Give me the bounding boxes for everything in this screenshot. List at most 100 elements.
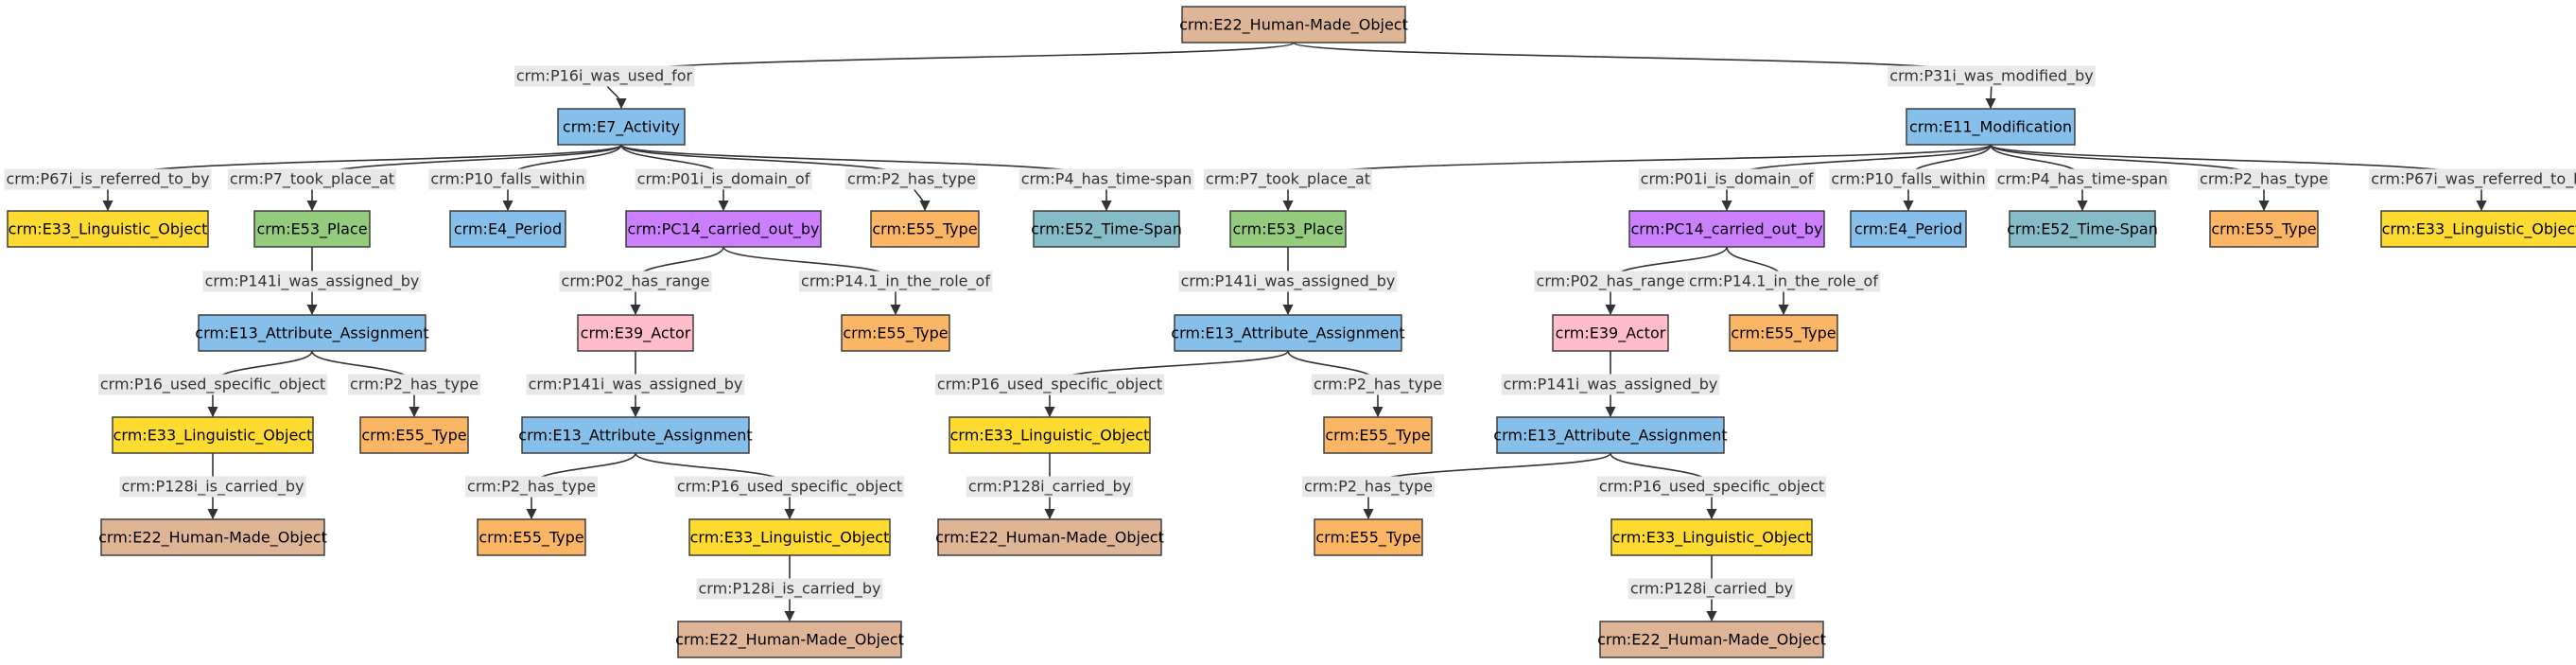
- node-box: [1599, 621, 1824, 658]
- edge-label: crm:P31i_was_modified_by: [1888, 65, 2096, 87]
- node-e55[interactable]: crm:E55_Type: [1314, 518, 1423, 556]
- node-e53[interactable]: crm:E53_Place: [1229, 210, 1347, 248]
- edge-label-text: crm:P02_has_range: [562, 272, 710, 291]
- node-e55[interactable]: crm:E55_Type: [477, 518, 586, 556]
- node-label: crm:E33_Linguistic_Object: [9, 220, 208, 239]
- edge-label-text: crm:P67i_was_referred_to_by: [2371, 170, 2576, 189]
- node-e22[interactable]: crm:E22_Human-Made_Object: [935, 518, 1164, 556]
- edge-label-background: [1888, 65, 2096, 87]
- edge-label: crm:P2_has_type: [1312, 374, 1444, 395]
- edge-e10: [1721, 144, 1992, 212]
- edge-label-background: [526, 374, 745, 395]
- node-e22[interactable]: crm:E22_Human-Made_Object: [1597, 621, 1826, 658]
- edge-label: crm:P2_has_type: [348, 374, 480, 395]
- edge-label-text: crm:P16i_was_used_for: [516, 67, 693, 86]
- node-e4[interactable]: crm:E4_Period: [449, 210, 566, 248]
- edge-label-text: crm:P16_used_specific_object: [100, 376, 325, 394]
- node-box: [449, 210, 566, 248]
- node-label: crm:E4_Period: [454, 220, 562, 239]
- edge-label-text: crm:P4_has_time-span: [1021, 170, 1192, 189]
- edge-label-text: crm:P2_has_type: [847, 170, 976, 189]
- node-e33[interactable]: crm:E33_Linguistic_Object: [688, 518, 891, 556]
- node-e55[interactable]: crm:E55_Type: [359, 416, 469, 454]
- node-box: [2380, 210, 2576, 248]
- node-e55[interactable]: crm:E55_Type: [2209, 210, 2319, 248]
- edge-label-text: crm:P2_has_type: [2200, 170, 2328, 189]
- node-e55[interactable]: crm:E55_Type: [1323, 416, 1433, 454]
- node-e33[interactable]: crm:E33_Linguistic_Object: [2380, 210, 2576, 248]
- node-e53[interactable]: crm:E53_Place: [253, 210, 371, 248]
- edge-label: crm:P01i_is_domain_of: [635, 168, 812, 190]
- edge-label-background: [1203, 168, 1373, 190]
- node-label: crm:E39_Actor: [581, 324, 691, 343]
- node-e22[interactable]: crm:E22_Human-Made_Object: [675, 621, 904, 658]
- node-e13[interactable]: crm:E13_Attribute_Assignment: [1171, 314, 1405, 352]
- edge-label: crm:P2_has_type: [2198, 168, 2330, 190]
- edge-label: crm:P2_has_type: [845, 168, 978, 190]
- edge-label-text: crm:P16_used_specific_object: [677, 478, 902, 497]
- node-label: crm:E55_Type: [872, 220, 977, 239]
- node-label: crm:E22_Human-Made_Object: [98, 529, 327, 548]
- edge-label: crm:P128i_carried_by: [966, 476, 1134, 498]
- edge-label-text: crm:P2_has_type: [1314, 376, 1442, 394]
- node-e7[interactable]: crm:E7_Activity: [557, 108, 686, 146]
- node-e52[interactable]: crm:E52_Time-Span: [1031, 210, 1182, 248]
- node-e55[interactable]: crm:E55_Type: [870, 210, 980, 248]
- edge-label-background: [1687, 271, 1881, 292]
- edge-e14: [1990, 144, 2487, 212]
- node-label: crm:E22_Human-Made_Object: [1179, 16, 1408, 35]
- node-pc14[interactable]: crm:PC14_carried_out_by: [625, 210, 822, 248]
- node-e33[interactable]: crm:E33_Linguistic_Object: [949, 416, 1151, 454]
- node-e33[interactable]: crm:E33_Linguistic_Object: [1610, 518, 1813, 556]
- edge-label-background: [348, 374, 480, 395]
- edge-label-background: [966, 476, 1134, 498]
- edge-label-text: crm:P67i_is_referred_to_by: [6, 170, 209, 189]
- edge-label: crm:P141i_was_assigned_by: [1501, 374, 1720, 395]
- node-e4[interactable]: crm:E4_Period: [1850, 210, 1967, 248]
- node-e52[interactable]: crm:E52_Time-Span: [2007, 210, 2158, 248]
- node-box: [1323, 416, 1433, 454]
- node-label: crm:E55_Type: [2211, 220, 2316, 239]
- node-label: crm:E13_Attribute_Assignment: [518, 427, 752, 446]
- node-label: crm:E22_Human-Made_Object: [935, 529, 1164, 548]
- node-e55[interactable]: crm:E55_Type: [841, 314, 950, 352]
- node-pc14[interactable]: crm:PC14_carried_out_by: [1628, 210, 1825, 248]
- edge-label-background: [1994, 168, 2170, 190]
- edge-label-background: [1501, 374, 1720, 395]
- edge-label-background: [1178, 271, 1398, 292]
- node-box: [1229, 210, 1347, 248]
- node-e11[interactable]: crm:E11_Modification: [1906, 108, 2076, 146]
- node-e33[interactable]: crm:E33_Linguistic_Object: [112, 416, 314, 454]
- node-label: crm:PC14_carried_out_by: [628, 220, 820, 239]
- node-e55[interactable]: crm:E55_Type: [1729, 314, 1838, 352]
- node-box: [1610, 518, 1813, 556]
- edge-label-text: crm:P2_has_type: [467, 478, 596, 497]
- node-label: crm:E33_Linguistic_Object: [950, 427, 1150, 446]
- node-box: [521, 416, 750, 454]
- node-box: [359, 416, 469, 454]
- node-e33[interactable]: crm:E33_Linguistic_Object: [7, 210, 209, 248]
- node-e13[interactable]: crm:E13_Attribute_Assignment: [518, 416, 753, 454]
- edge-label-text: crm:P128i_carried_by: [1630, 580, 1793, 599]
- node-e39[interactable]: crm:E39_Actor: [577, 314, 694, 352]
- node-e22[interactable]: crm:E22_Human-Made_Object: [1179, 6, 1408, 44]
- node-box: [2009, 210, 2156, 248]
- edge-label-background: [934, 374, 1165, 395]
- edge-label-background: [1302, 476, 1435, 498]
- edge-label-background: [559, 271, 712, 292]
- edge-label: crm:P7_took_place_at: [1203, 168, 1373, 190]
- node-label: crm:E33_Linguistic_Object: [690, 529, 890, 548]
- edge-label-text: crm:P2_has_type: [1304, 478, 1433, 497]
- node-e13[interactable]: crm:E13_Attribute_Assignment: [1493, 416, 1728, 454]
- node-label: crm:E53_Place: [256, 220, 367, 239]
- edge-label-text: crm:P14.1_in_the_role_of: [801, 272, 990, 291]
- node-e13[interactable]: crm:E13_Attribute_Assignment: [195, 314, 429, 352]
- edge-label-background: [513, 65, 695, 87]
- edge-e24: [1044, 350, 1289, 418]
- node-box: [577, 314, 694, 352]
- edge-label-text: crm:P14.1_in_the_role_of: [1689, 272, 1878, 291]
- node-e39[interactable]: crm:E39_Actor: [1552, 314, 1669, 352]
- nodes-layer: crm:E22_Human-Made_Object crm:E7_Activity…: [7, 6, 2576, 658]
- edge-label-background: [119, 476, 306, 498]
- node-e22[interactable]: crm:E22_Human-Made_Object: [98, 518, 327, 556]
